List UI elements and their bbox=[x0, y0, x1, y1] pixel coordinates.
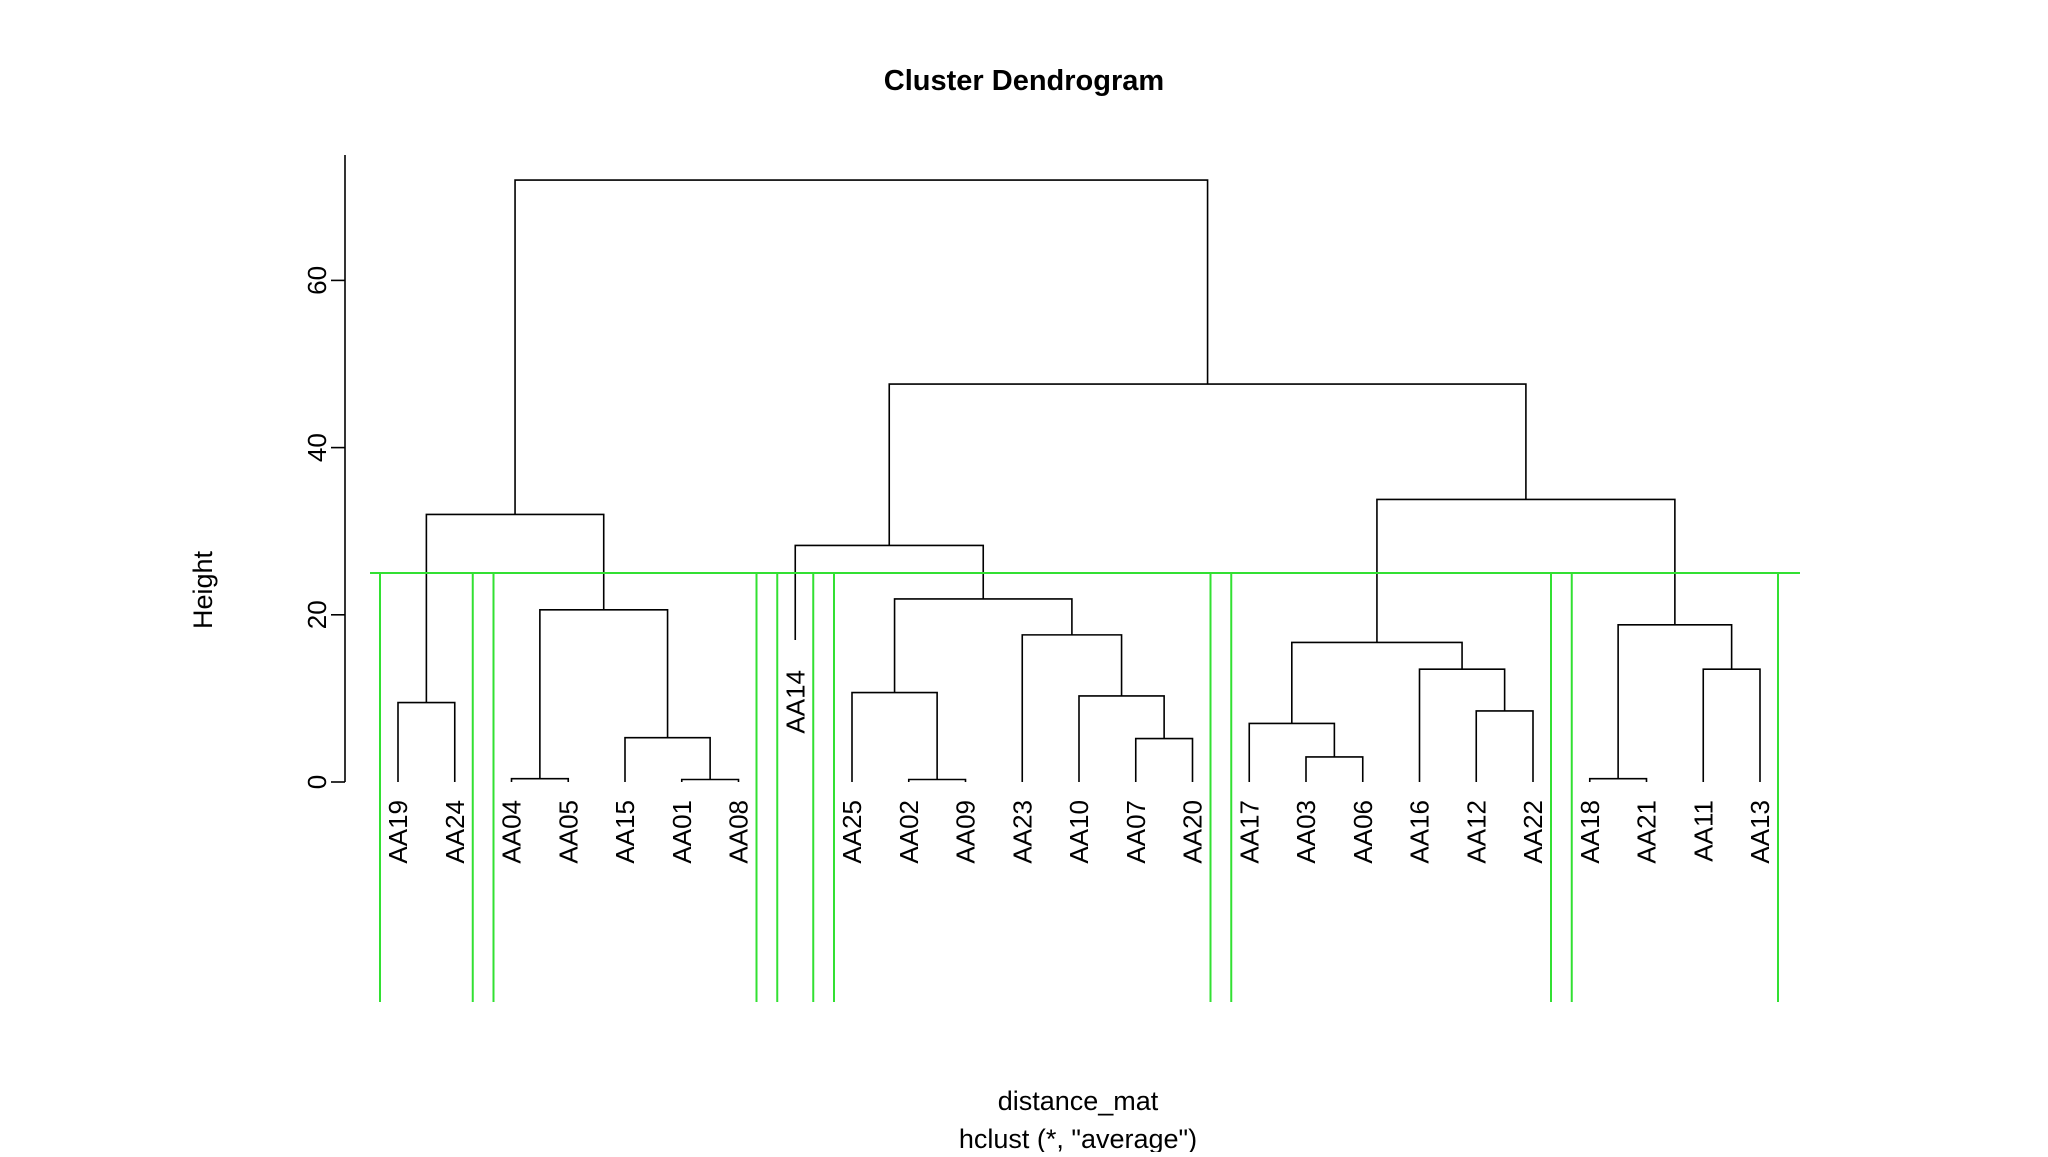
cluster-group-rect bbox=[379, 572, 474, 1002]
leaf-label: AA21 bbox=[1632, 800, 1662, 864]
leaf-label: AA06 bbox=[1348, 800, 1378, 864]
leaf-label: AA25 bbox=[837, 800, 867, 864]
y-axis-tick-label: 40 bbox=[302, 433, 332, 462]
cluster-group-rect bbox=[776, 572, 815, 1002]
cluster-group-rect bbox=[1570, 572, 1779, 1002]
leaf-label: AA12 bbox=[1461, 800, 1491, 864]
leaf-label: AA18 bbox=[1575, 800, 1605, 864]
leaf-label: AA04 bbox=[497, 800, 527, 864]
caption-line-1: distance_mat bbox=[998, 1086, 1159, 1116]
y-axis-tick-label: 20 bbox=[302, 600, 332, 629]
leaf-label: AA20 bbox=[1178, 800, 1208, 864]
cut-rectangles bbox=[370, 572, 1800, 1002]
leaf-label: AA17 bbox=[1234, 800, 1264, 864]
leaf-label: AA23 bbox=[1007, 800, 1037, 864]
leaf-label: AA02 bbox=[894, 800, 924, 864]
y-axis-tick-label: 60 bbox=[302, 266, 332, 295]
cluster-group-rect bbox=[833, 572, 1212, 1002]
leaf-label: AA07 bbox=[1121, 800, 1151, 864]
dendrogram-tree bbox=[397, 179, 1761, 782]
leaf-label: AA09 bbox=[951, 800, 981, 864]
leaf-label: AA19 bbox=[383, 800, 413, 864]
y-axis: 0 20 40 60 bbox=[302, 155, 346, 789]
leaf-label: AA08 bbox=[724, 800, 754, 864]
leaf-label: AA16 bbox=[1405, 800, 1435, 864]
cluster-group-rect bbox=[492, 572, 758, 1002]
dendrogram-link bbox=[514, 179, 1209, 515]
page-title: Cluster Dendrogram bbox=[884, 65, 1164, 97]
leaf-label: AA11 bbox=[1688, 800, 1718, 862]
leaf-label: AA15 bbox=[610, 800, 640, 864]
leaf-label: AA03 bbox=[1291, 800, 1321, 864]
cluster-group-rect bbox=[1230, 572, 1552, 1002]
y-axis-label: Height bbox=[188, 550, 218, 629]
leaf-label: AA10 bbox=[1064, 800, 1094, 864]
leaf-label: AA24 bbox=[440, 800, 470, 864]
y-axis-tick-label: 0 bbox=[302, 775, 332, 789]
leaf-label: AA13 bbox=[1745, 800, 1775, 864]
caption-line-2: hclust (*, "average") bbox=[959, 1124, 1197, 1152]
leaf-label: AA14 bbox=[780, 670, 810, 734]
leaf-label: AA01 bbox=[667, 800, 697, 864]
leaf-label: AA05 bbox=[553, 800, 583, 864]
leaf-label: AA22 bbox=[1518, 800, 1548, 864]
